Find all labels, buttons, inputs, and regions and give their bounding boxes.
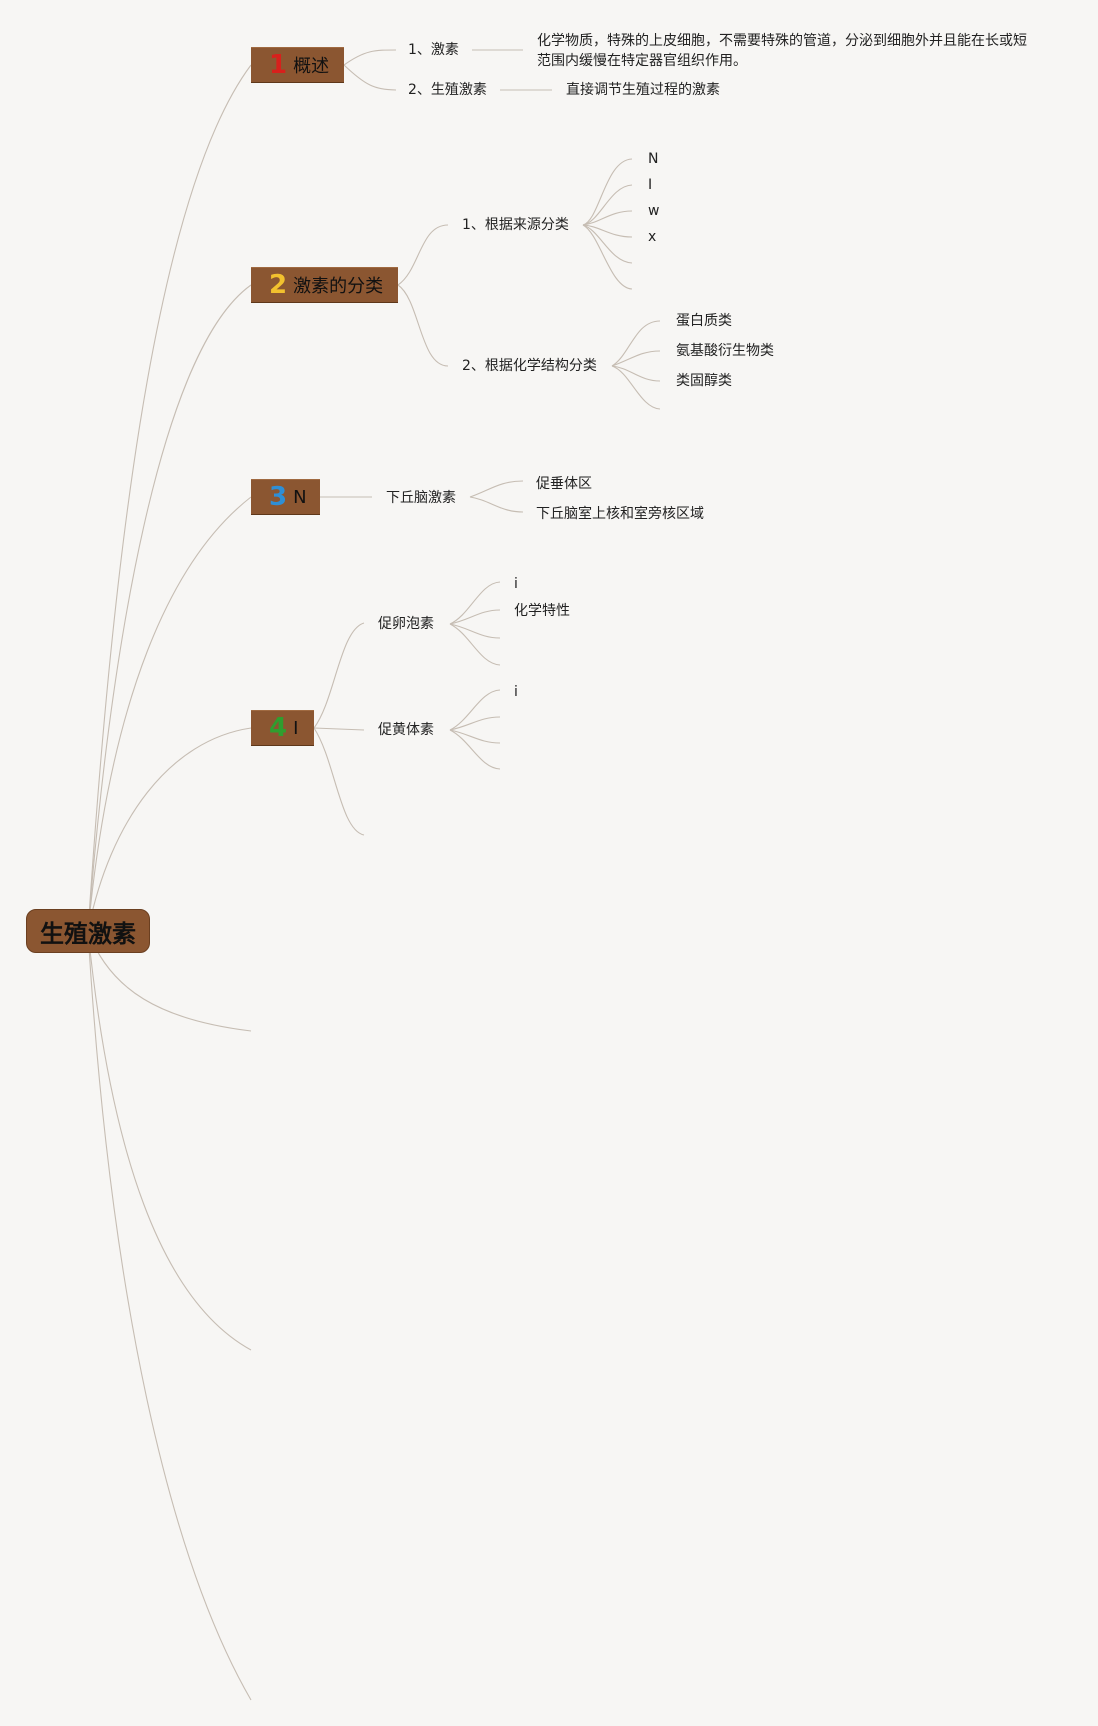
topic-hormone[interactable]: 1、激素 <box>408 42 459 58</box>
branch-label-2: 激素的分类 <box>293 276 384 297</box>
leaf-source-n[interactable]: N <box>648 151 659 167</box>
root-node[interactable]: 生殖激素 <box>26 909 150 953</box>
link-root-branch-4 <box>87 727 252 932</box>
topic-lh[interactable]: 促黄体素 <box>378 722 434 738</box>
link-root-branch-2 <box>87 284 252 932</box>
leaf-steroid[interactable]: 类固醇类 <box>676 373 732 389</box>
link-root-empty-2 <box>87 930 252 1351</box>
leaf-protein[interactable]: 蛋白质类 <box>676 313 732 329</box>
branch-label-1: 概述 <box>293 56 330 77</box>
topic-hypothalamic-hormone[interactable]: 下丘脑激素 <box>386 490 456 506</box>
branch-node-1[interactable]: 1 概述 <box>251 47 344 83</box>
link-root-empty-3 <box>87 930 252 1701</box>
link-root-branch-1 <box>87 64 252 932</box>
topic-reproductive-hormone-detail: 直接调节生殖过程的激素 <box>566 82 720 98</box>
root-label: 生殖激素 <box>40 919 136 948</box>
topic-hormone-detail: 化学物质，特殊的上皮细胞，不需要特殊的管道，分泌到细胞外并且能在长或短范围内缓慢… <box>537 33 1027 69</box>
leaf-amino-acid-derivative[interactable]: 氨基酸衍生物类 <box>676 343 774 359</box>
link-root-branch-3 <box>87 496 252 932</box>
leaf-lh-i[interactable]: i <box>514 684 518 700</box>
branch-number-2: 2 <box>269 270 288 300</box>
leaf-source-w[interactable]: w <box>648 203 660 219</box>
branch-node-3[interactable]: 3 N <box>251 479 320 515</box>
branch-node-4[interactable]: 4 I <box>251 710 314 746</box>
branch-node-2[interactable]: 2 激素的分类 <box>251 267 398 303</box>
branch-number-3: 3 <box>269 482 288 512</box>
leaf-hypophysiotropic-area[interactable]: 促垂体区 <box>536 476 592 492</box>
leaf-fsh-chemical-properties[interactable]: 化学特性 <box>514 603 570 619</box>
leaf-source-i[interactable]: I <box>648 177 653 193</box>
leaf-source-x[interactable]: x <box>648 229 657 245</box>
topic-fsh[interactable]: 促卵泡素 <box>378 616 434 632</box>
topic-reproductive-hormone[interactable]: 2、生殖激素 <box>408 82 487 98</box>
branch-label-4: I <box>293 717 299 739</box>
topic-classify-by-source[interactable]: 1、根据来源分类 <box>462 217 569 233</box>
leaf-fsh-i[interactable]: i <box>514 576 518 592</box>
branch-label-3: N <box>293 486 307 508</box>
branch-number-1: 1 <box>269 50 288 80</box>
leaf-supraoptic-paraventricular[interactable]: 下丘脑室上核和室旁核区域 <box>536 506 704 522</box>
topic-classify-by-structure[interactable]: 2、根据化学结构分类 <box>462 358 597 374</box>
branch-number-4: 4 <box>269 713 288 743</box>
